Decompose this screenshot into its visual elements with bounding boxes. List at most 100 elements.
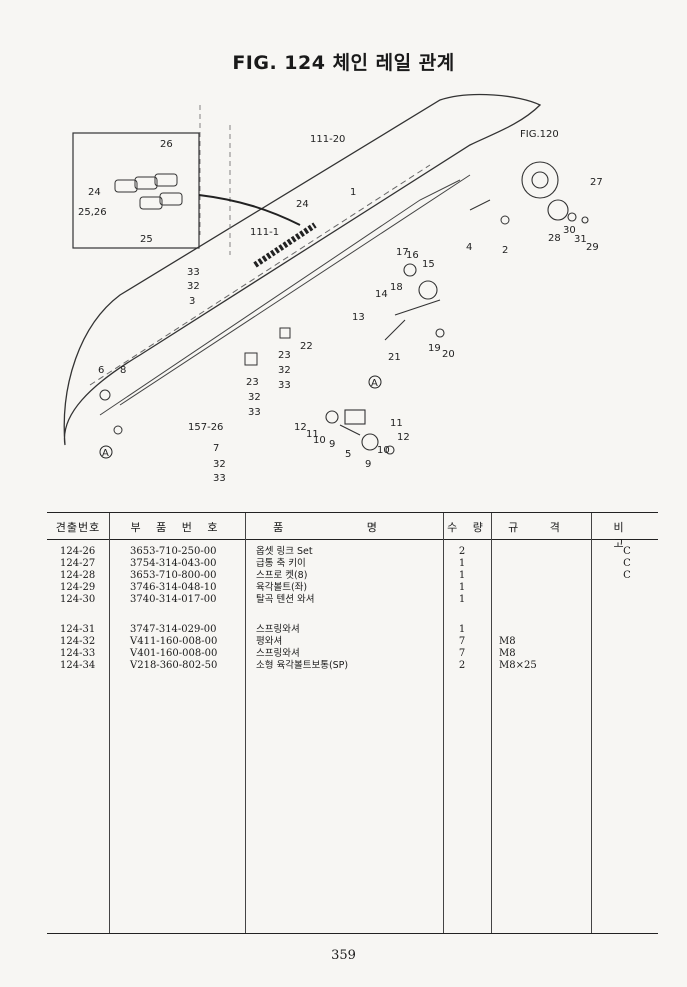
callout-label: 12 — [397, 432, 410, 443]
callout-label: 23 — [246, 377, 259, 388]
marker-a-icon — [99, 445, 113, 459]
cell-name: 평와셔 — [256, 636, 283, 647]
callout-label: 12 — [294, 422, 307, 433]
callout-label: 4 — [466, 242, 472, 253]
marker-a-label: A — [102, 448, 109, 459]
chain-rail-dashed-2 — [199, 105, 231, 255]
cell-ref: 124-27 — [60, 558, 96, 569]
cell-ref: 124-31 — [60, 624, 96, 635]
cell-spec: M8 — [499, 636, 516, 647]
callout-label: 24 — [88, 187, 101, 198]
chain-rail-dashed — [89, 164, 431, 386]
tension-lever — [325, 409, 395, 455]
callout-label: 9 — [329, 439, 335, 450]
cell-qty: 2 — [458, 660, 466, 671]
figure-title: FIG. 124 체인 레일 관계 — [232, 52, 455, 74]
callout-label: 32 — [248, 392, 261, 403]
callout-label: 15 — [422, 259, 435, 270]
callout-label: 33 — [213, 473, 226, 484]
header-part: 부 품 번 호 — [130, 521, 224, 534]
callout-label: 25,26 — [78, 207, 107, 218]
callout-label: 27 — [590, 177, 603, 188]
callout-label: 20 — [442, 349, 455, 360]
inset-box — [72, 132, 200, 249]
callout-label: 157-26 — [188, 422, 223, 433]
cell-ref: 124-34 — [60, 660, 96, 671]
callout-label: FIG.120 — [520, 129, 559, 140]
callout-label: 13 — [352, 312, 365, 323]
cell-qty: 1 — [458, 558, 466, 569]
page-number: 359 — [331, 948, 356, 963]
inset-connector — [198, 194, 301, 226]
callout-label: 32 — [187, 281, 200, 292]
cell-part: 3754-314-043-00 — [130, 558, 217, 569]
callout-label: 30 — [563, 225, 576, 236]
cell-qty: 2 — [458, 546, 466, 557]
callout-label: 11 — [390, 418, 403, 429]
callout-label: 19 — [428, 343, 441, 354]
callout-label: 26 — [160, 139, 173, 150]
callout-label: 25 — [140, 234, 153, 245]
tensioner-assembly — [384, 263, 445, 341]
column-divider — [443, 513, 444, 933]
callout-label: 3 — [189, 296, 195, 307]
cell-qty: 1 — [458, 594, 466, 605]
cell-qty: 7 — [458, 648, 466, 659]
callout-label: 21 — [388, 352, 401, 363]
cell-ref: 124-32 — [60, 636, 96, 647]
callout-label: 28 — [548, 233, 561, 244]
cell-ref: 124-26 — [60, 546, 96, 557]
cell-name: 급통 축 키이 — [256, 558, 306, 569]
callout-label: 17 — [396, 247, 409, 258]
callout-label: 10 — [313, 435, 326, 446]
column-divider — [491, 513, 492, 933]
column-divider — [591, 513, 592, 933]
table-row: 124-30 3740-314-017-00 탈곡 텐션 와셔 1 — [47, 594, 658, 606]
cell-spec: M8 — [499, 648, 516, 659]
callout-label: 33 — [278, 380, 291, 391]
callout-label: 11 — [306, 429, 319, 440]
callout-label: 1 — [350, 187, 356, 198]
cell-part: V401-160-008-00 — [130, 648, 218, 659]
callout-label: 9 — [365, 459, 371, 470]
chain-rail-inner — [99, 174, 471, 416]
cell-qty: 1 — [458, 570, 466, 581]
cell-qty: 1 — [458, 624, 466, 635]
callout-label: 5 — [345, 449, 351, 460]
cell-part: V411-160-008-00 — [130, 636, 218, 647]
callout-label: 31 — [574, 234, 587, 245]
sprocket-assembly — [521, 161, 589, 224]
callout-label: 7 — [213, 443, 219, 454]
callout-label: 32 — [278, 365, 291, 376]
cell-note: C — [623, 546, 631, 557]
callout-label: 24 — [296, 199, 309, 210]
callout-label: 33 — [187, 267, 200, 278]
header-note: 비 고 — [613, 521, 638, 550]
cell-name: 탈곡 텐션 와셔 — [256, 594, 315, 605]
callout-label: 32 — [213, 459, 226, 470]
callout-label: 22 — [300, 341, 313, 352]
callout-label: 33 — [248, 407, 261, 418]
cell-note: C — [623, 570, 631, 581]
cell-part: 3740-314-017-00 — [130, 594, 217, 605]
callout-label: 14 — [375, 289, 388, 300]
cell-ref: 124-28 — [60, 570, 96, 581]
cell-ref: 124-30 — [60, 594, 96, 605]
cell-name: 스프링와셔 — [256, 624, 300, 635]
cell-qty: 1 — [458, 582, 466, 593]
cell-ref: 124-29 — [60, 582, 96, 593]
callout-label: 6 — [98, 365, 104, 376]
chain-rail-body — [63, 93, 542, 446]
cell-name: 육각볼트(좌) — [256, 582, 308, 593]
callout-label: 2 — [502, 245, 508, 256]
marker-a-label: A — [371, 378, 378, 389]
